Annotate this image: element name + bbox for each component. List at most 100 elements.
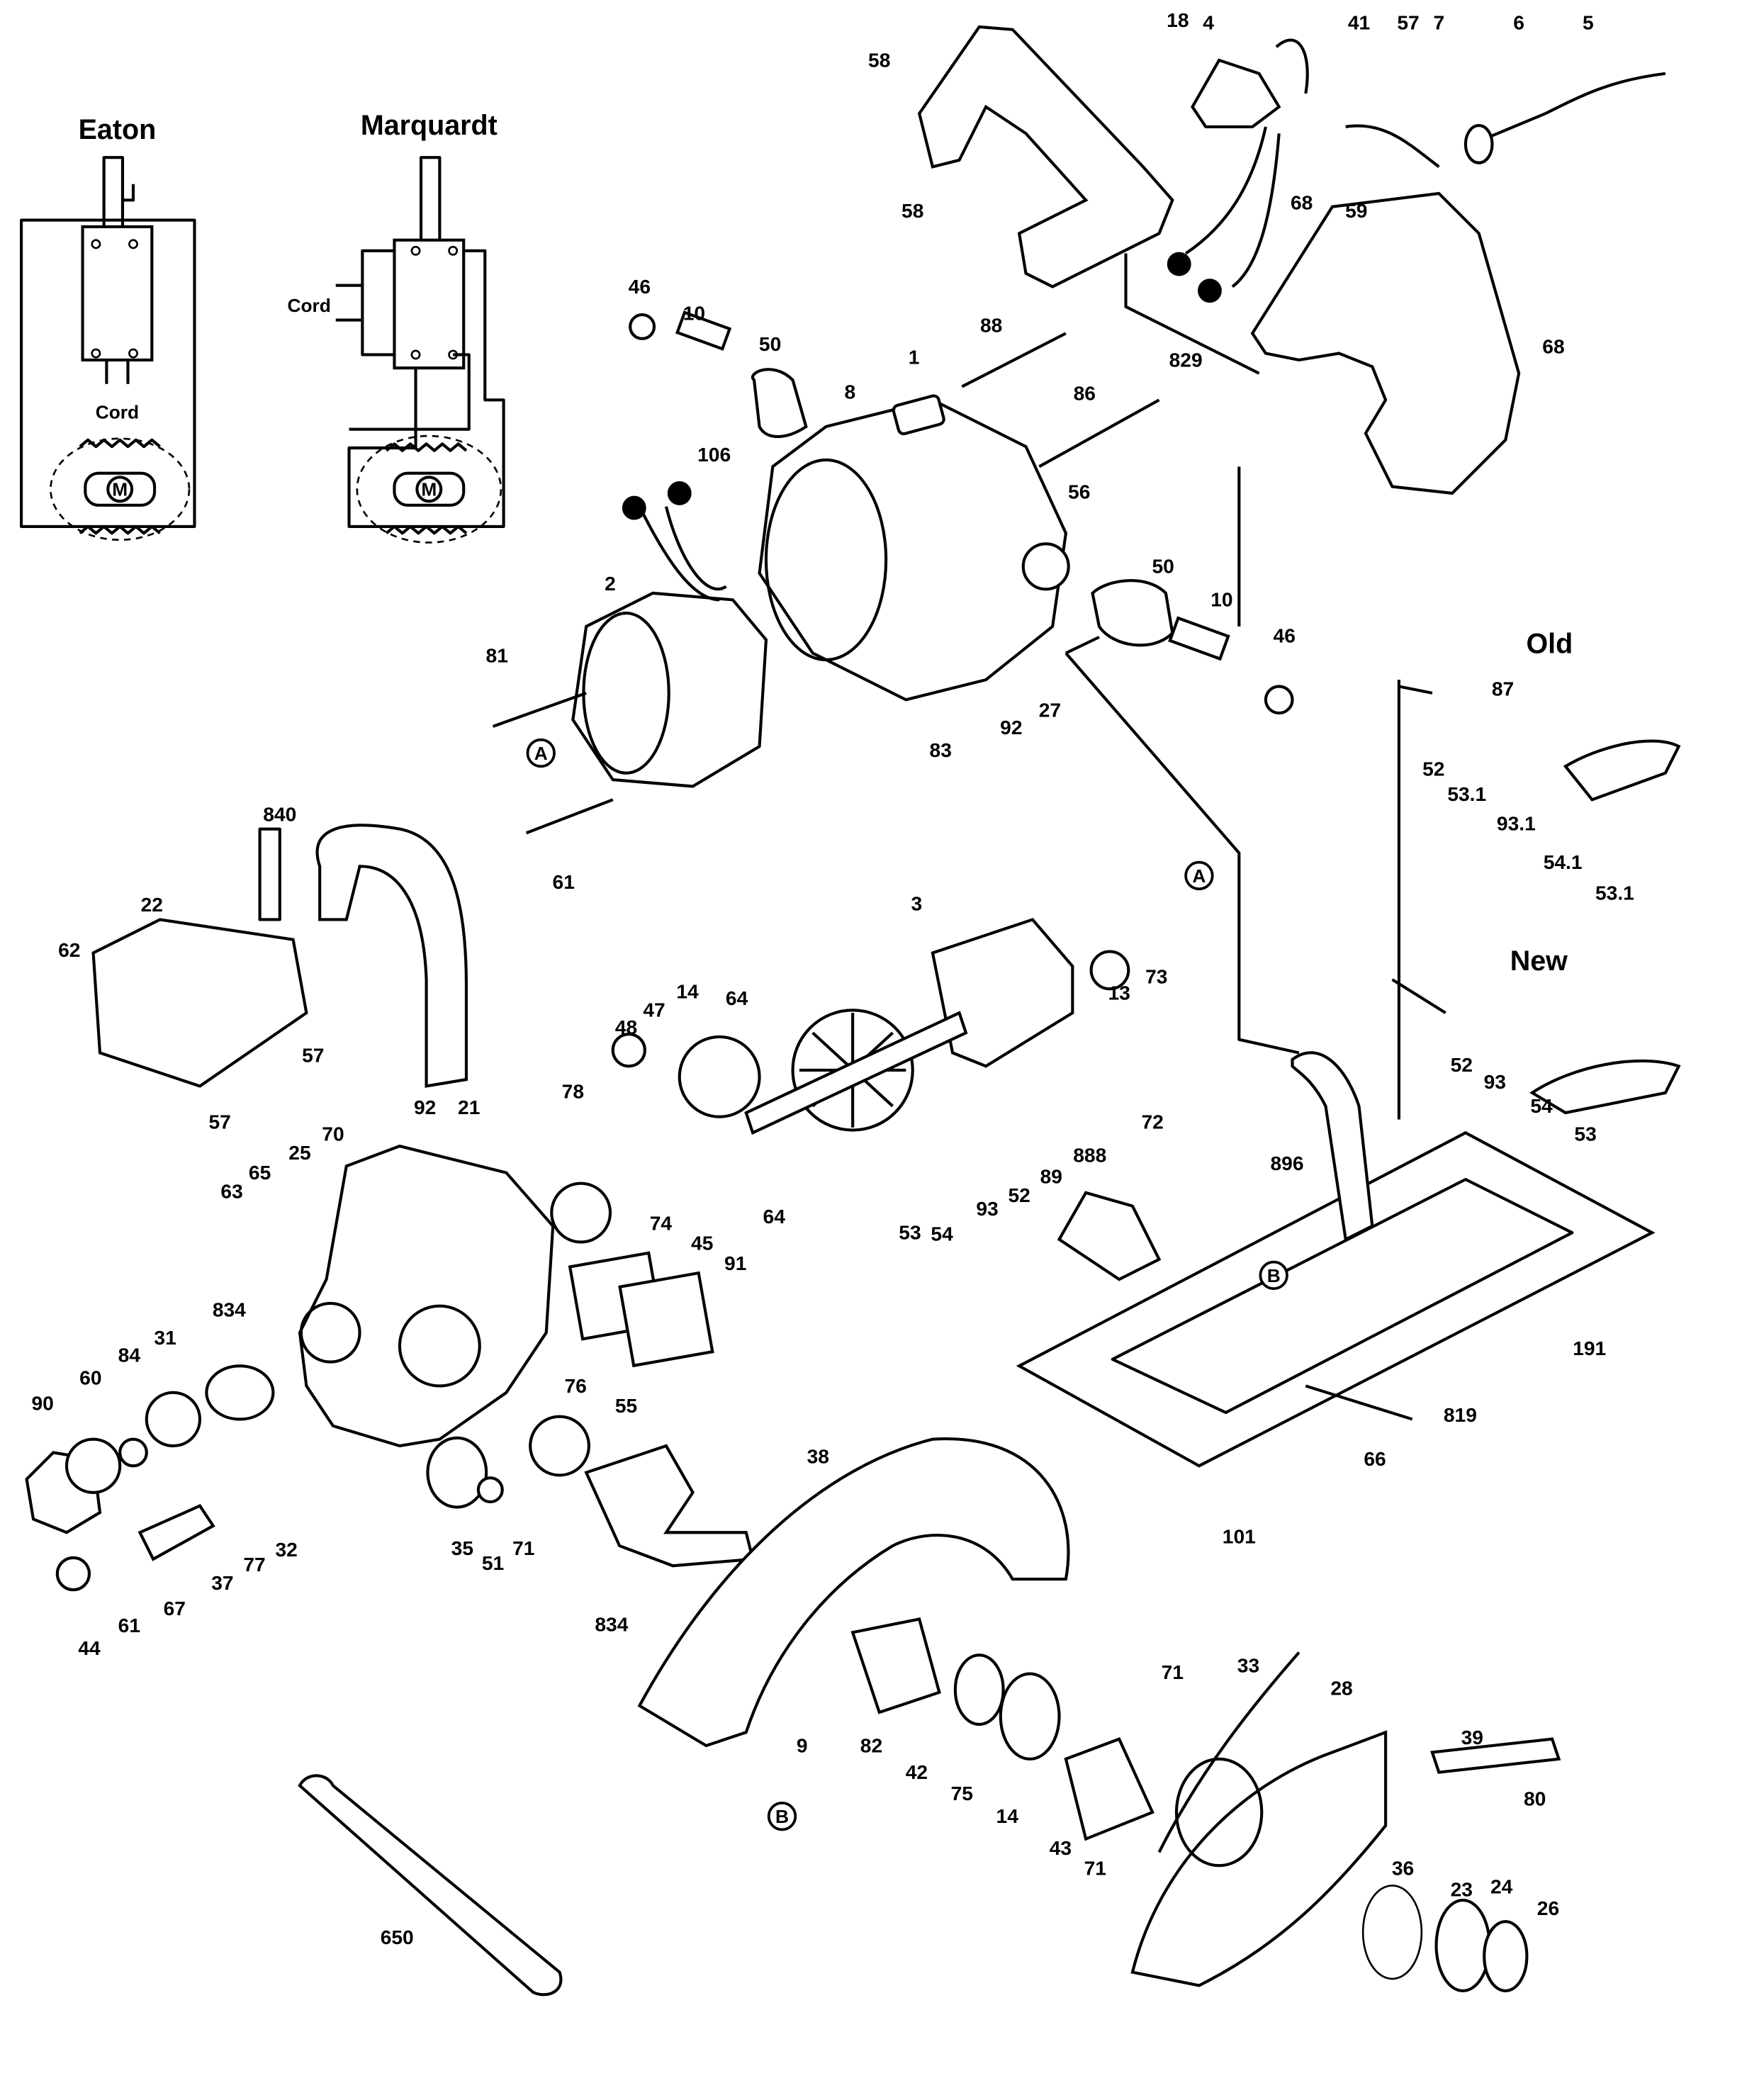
callout-84: 84 (118, 1344, 141, 1366)
callout-86: 86 (1074, 381, 1096, 404)
callout-33: 33 (1237, 1654, 1259, 1677)
callout-45: 45 (691, 1232, 713, 1254)
callout-44: 44 (78, 1636, 101, 1659)
callout-5: 5 (1583, 11, 1594, 34)
callout-22: 22 (141, 893, 163, 916)
callout-23: 23 (1451, 1877, 1473, 1900)
callout-91: 91 (724, 1252, 746, 1274)
callout-21: 21 (458, 1096, 480, 1118)
callout-61: 61 (118, 1614, 140, 1636)
callout-37: 37 (211, 1571, 233, 1594)
callout-55: 55 (615, 1394, 637, 1417)
callout-70: 70 (322, 1123, 344, 1145)
callout-92: 92 (1000, 716, 1022, 739)
new-variant-label: New (1510, 945, 1568, 977)
callout-51: 51 (482, 1551, 504, 1574)
callout-25: 25 (288, 1141, 310, 1164)
marquardt-switch-schematic: Marquardt Cord M (287, 110, 505, 544)
callout-2: 2 (605, 572, 616, 595)
callout-72: 72 (1141, 1111, 1163, 1133)
callout-14: 14 (676, 979, 699, 1002)
callout-54: 54 (1530, 1094, 1553, 1117)
callout-896: 896 (1270, 1152, 1303, 1174)
callout-93: 93 (1484, 1070, 1506, 1093)
callout-68: 68 (1542, 335, 1564, 358)
callout-58: 58 (868, 48, 890, 71)
callout-3: 3 (911, 892, 923, 914)
callout-10: 10 (1210, 588, 1232, 611)
callout-10: 10 (683, 302, 705, 325)
callout-26: 26 (1537, 1897, 1559, 1919)
callout-71: 71 (512, 1537, 534, 1559)
callout-92: 92 (414, 1096, 436, 1118)
callout-82: 82 (860, 1734, 882, 1756)
marker-b-circle (1259, 1260, 1288, 1291)
callout-28: 28 (1330, 1677, 1352, 1700)
marker-x-circle (667, 481, 692, 505)
callout-46: 46 (1274, 624, 1296, 646)
callout-57: 57 (1397, 11, 1419, 34)
callout-31: 31 (154, 1326, 176, 1349)
callout-87: 87 (1492, 678, 1514, 700)
callout-63: 63 (220, 1179, 242, 1202)
callout-39: 39 (1461, 1726, 1483, 1748)
marker-y-circle (622, 495, 646, 520)
marker-x: X (673, 483, 686, 504)
callout-834: 834 (595, 1612, 628, 1635)
callout-83: 83 (930, 739, 952, 761)
callout-13: 13 (1108, 981, 1130, 1004)
callout-65: 65 (249, 1161, 271, 1184)
callout-106: 106 (697, 443, 731, 466)
callout-90: 90 (31, 1391, 53, 1414)
callout-78: 78 (562, 1079, 584, 1102)
marker-b-circle (767, 1801, 797, 1831)
callout-35: 35 (451, 1537, 473, 1559)
callout-58: 58 (901, 199, 923, 222)
callout-93-1: 93.1 (1497, 812, 1536, 835)
callout-1: 1 (909, 346, 920, 369)
callout-52: 52 (1008, 1184, 1030, 1206)
callout-888: 888 (1073, 1144, 1106, 1167)
motor-housing (492, 310, 1400, 1120)
callout-60: 60 (79, 1366, 101, 1389)
callout-41: 41 (1348, 11, 1370, 34)
callout-50: 50 (1152, 555, 1174, 578)
callout-4: 4 (1203, 11, 1214, 34)
callout-57: 57 (302, 1044, 324, 1067)
callout-59: 59 (1345, 199, 1367, 222)
callout-101: 101 (1223, 1525, 1256, 1547)
callout-43: 43 (1050, 1836, 1072, 1859)
callout-53: 53 (899, 1221, 921, 1244)
marker-b: B (775, 1806, 789, 1827)
marquardt-cord-label: Cord (287, 295, 330, 316)
marker-a-circle (526, 738, 556, 768)
armature (550, 918, 1130, 1244)
callout-829: 829 (1169, 348, 1203, 371)
callout-650: 650 (381, 1926, 414, 1948)
callout-46: 46 (629, 275, 651, 298)
callout-52: 52 (1422, 757, 1444, 780)
marker-b: B (1267, 1265, 1281, 1286)
callout-53: 53 (1574, 1123, 1596, 1145)
callout-191: 191 (1573, 1337, 1606, 1359)
handle-assembly (917, 25, 1666, 495)
marker-y-circle (1167, 252, 1191, 276)
callout-18: 18 (1167, 9, 1189, 31)
eaton-switch-schematic: Eaton Cord M (20, 114, 196, 541)
callout-14: 14 (996, 1804, 1019, 1827)
callout-24: 24 (1490, 1875, 1513, 1898)
callout-840: 840 (263, 802, 296, 825)
marker-a: A (534, 743, 548, 764)
callout-54: 54 (931, 1223, 953, 1245)
callout-64: 64 (726, 987, 748, 1009)
callout-81: 81 (486, 644, 508, 667)
marquardt-motor-label: M (421, 479, 437, 500)
marquardt-title: Marquardt (361, 110, 498, 141)
callout-7: 7 (1433, 11, 1444, 34)
callout-53-1: 53.1 (1447, 782, 1486, 805)
marker-x: X (1203, 281, 1216, 302)
callout-74: 74 (650, 1212, 673, 1235)
